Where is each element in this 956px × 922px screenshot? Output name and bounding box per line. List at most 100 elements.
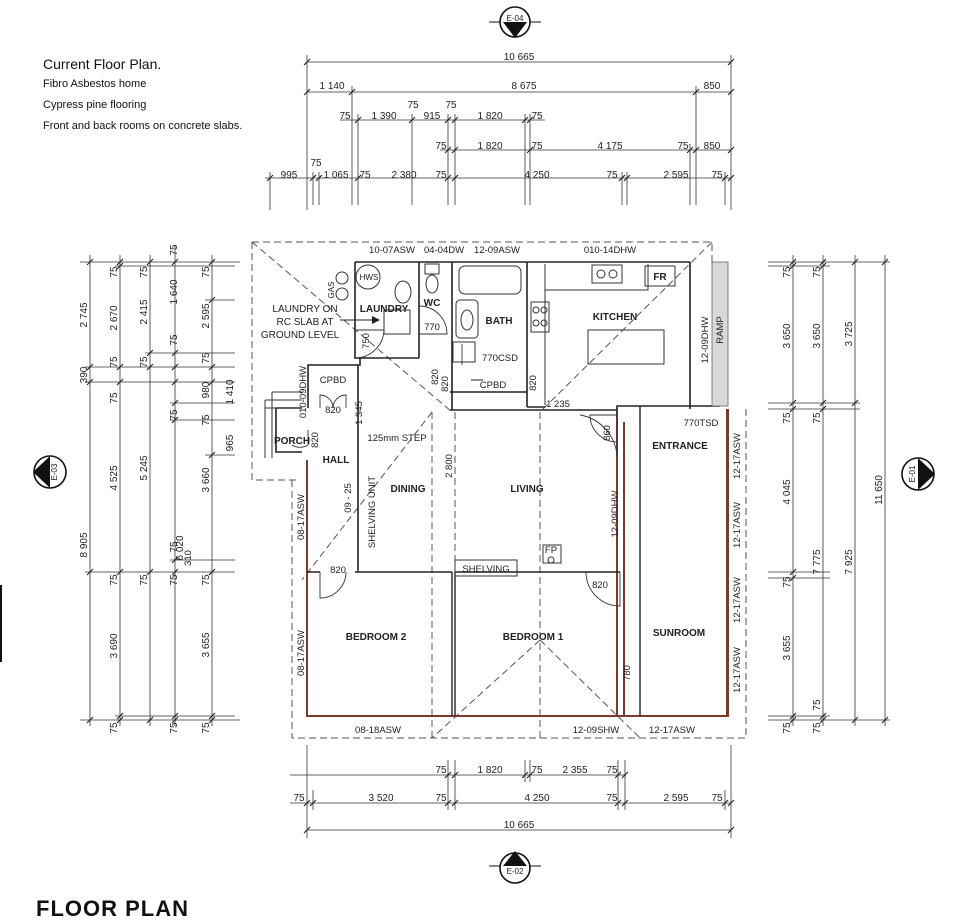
door-laundry (354, 329, 385, 359)
door-size: 770 (424, 322, 440, 333)
dim-label: 1 140 (319, 81, 344, 92)
burner-icon (532, 306, 540, 314)
window-code: 04-04DW (424, 245, 464, 256)
cooktop (530, 301, 550, 333)
dim-label: 75 (782, 266, 793, 278)
fp-label: FP (545, 545, 557, 556)
gas-bottle-icon (335, 271, 349, 285)
door-size: 820 (310, 432, 321, 448)
elevation-marker-left: E-03 (33, 455, 67, 489)
window-code: 08-17ASW (296, 630, 307, 676)
dim-label: 11 650 (874, 475, 885, 505)
window-code: 08-17ASW (296, 494, 307, 540)
basin-icon (460, 309, 474, 331)
dim-label: 75 (531, 111, 543, 122)
shelving-box (454, 559, 518, 577)
fireplace-flue-icon (547, 556, 555, 564)
room-bedroom1: BEDROOM 1 (503, 632, 564, 643)
room-dining: DINING (391, 484, 426, 495)
dim-label: 75 (812, 266, 823, 278)
elevation-marker-right: E-01 (901, 457, 935, 491)
cistern (424, 263, 440, 275)
dim-label: 75 (606, 765, 618, 776)
dim-label: 980 (201, 381, 212, 398)
dim-label: 310 (183, 550, 194, 566)
dim-label: 3 520 (368, 793, 393, 804)
cpbd-label-bath: CPBD (480, 380, 507, 391)
dim-label: 75 (435, 170, 447, 181)
roof-outline (251, 241, 747, 739)
dim-label: 965 (225, 434, 236, 451)
top-dimension-labels: 10 665 1 140 8 675 850 75 1 390 915 1 82… (281, 52, 723, 181)
door-living (579, 410, 618, 456)
window-code: 08-18ASW (355, 725, 401, 736)
sink-bowl-icon (596, 269, 606, 279)
opening-codes: 10-07ASW 04-04DW 12-09ASW 010-14DHW 12-0… (183, 245, 743, 736)
room-porch: PORCH (274, 436, 310, 447)
dim-label: 75 (201, 414, 212, 426)
gas-label: GAS (327, 282, 336, 299)
room-hall: HALL (323, 455, 350, 466)
door-entrance (589, 414, 618, 443)
window-code: 12-17ASW (732, 647, 743, 693)
dim-label: 75 (139, 266, 150, 278)
door-size: 820 (592, 580, 608, 591)
left-dimensions (80, 245, 240, 726)
dim-label: 75 (407, 100, 419, 111)
dim-label: 75 (606, 170, 618, 181)
door-size: 820 (528, 375, 539, 391)
door-cpbd (319, 394, 347, 409)
dim-label: 75 (139, 356, 150, 368)
dim-label: 1 820 (477, 141, 502, 152)
dim-label: 75 (782, 412, 793, 424)
window-code: 010-09DHW (298, 366, 309, 418)
burner-icon (532, 319, 540, 327)
dim-label: 75 (531, 765, 543, 776)
door-size: 820 (330, 565, 346, 576)
window-code: 12-17ASW (649, 725, 695, 736)
dim-label: 2 380 (391, 170, 416, 181)
marker-label-left: E-03 (50, 463, 59, 480)
dim-label: 75 (201, 352, 212, 364)
dim-label: 2 670 (109, 305, 120, 330)
dim-label: 3 655 (201, 632, 212, 657)
notes-title: Current Floor Plan. (43, 56, 162, 72)
dim-label: 5 245 (139, 455, 150, 480)
door-swings (291, 305, 621, 607)
bottom-dimension-ticks (303, 771, 735, 834)
dim-label: 1 065 (323, 170, 348, 181)
dim-label: 75 (169, 574, 180, 586)
marker-label-bottom: E-02 (507, 867, 524, 876)
dim-label: 75 (109, 574, 120, 586)
window-code: 09 - 25 (343, 483, 354, 513)
dim-label: 75 (812, 722, 823, 734)
elevation-marker-bottom: E-02 (489, 851, 541, 884)
marker-label-right: E-01 (908, 465, 917, 482)
right-dimension-labels: 75 3 650 75 4 045 75 3 655 75 75 3 650 7… (782, 266, 885, 734)
window-code: 12-09SHW (573, 725, 619, 736)
door-size: 780 (622, 665, 633, 681)
left-dimension-ticks (86, 258, 216, 724)
dim-label: 4 045 (782, 479, 793, 504)
door-size: 1 235 (546, 399, 570, 410)
dim-label: 75 (109, 392, 120, 404)
dim-bottom-overall: 10 665 (504, 820, 535, 831)
hws-label: HWS (360, 273, 379, 282)
dim-label: 75 (435, 141, 447, 152)
bathroom-fixtures (335, 263, 562, 577)
dim-label: 7 775 (812, 549, 823, 574)
sink-bowl-icon (608, 269, 618, 279)
walls (275, 261, 720, 570)
room-living: LIVING (510, 484, 544, 495)
dim-label: 8 675 (511, 81, 536, 92)
window-code: 10-07ASW (369, 245, 415, 256)
burner-icon (540, 306, 548, 314)
dim-label: 75 (139, 574, 150, 586)
dim-label: 850 (704, 141, 721, 152)
top-dimension-ticks (266, 58, 735, 182)
dim-label: 75 (445, 100, 457, 111)
dim-label: 3 690 (109, 633, 120, 658)
door-size: 820 (430, 369, 441, 385)
dim-label: 3 650 (782, 323, 793, 348)
